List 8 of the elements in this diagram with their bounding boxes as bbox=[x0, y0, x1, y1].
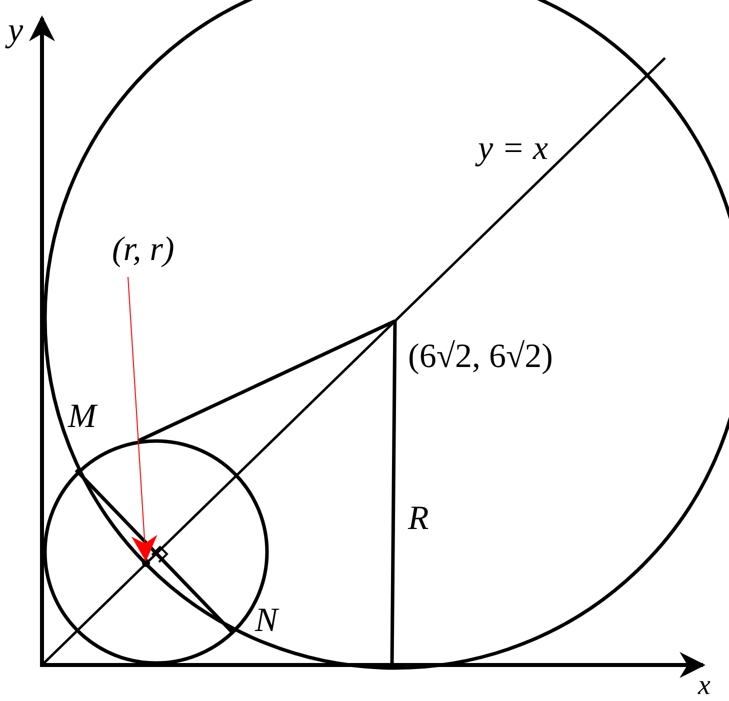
point-dot bbox=[142, 559, 150, 567]
point-label: (r, r) bbox=[112, 233, 174, 267]
point-label: (6√2, 6√2) bbox=[408, 340, 553, 374]
leader-arrow bbox=[128, 276, 158, 562]
point-label: M bbox=[68, 400, 96, 434]
point-label: N bbox=[255, 604, 278, 638]
segment-label: R bbox=[408, 502, 429, 536]
axis-label: x bbox=[698, 672, 710, 700]
